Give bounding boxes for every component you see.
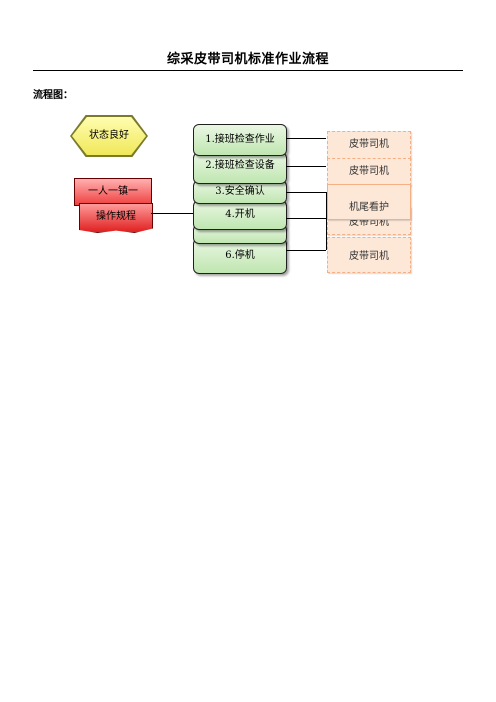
- step-2-label: 2.接班检查设备: [205, 160, 275, 171]
- step-4[interactable]: 4.开机: [193, 200, 287, 230]
- section-label: 流程图：: [33, 90, 73, 101]
- connector-4: [286, 218, 326, 219]
- doc-shape-front: 操作规程: [79, 203, 153, 233]
- step-1[interactable]: 1.接班检查作业: [193, 124, 287, 156]
- doc-shape-back: 一人一镇一: [74, 178, 152, 206]
- role-3: 机尾看护: [327, 184, 411, 220]
- title-rule: [33, 70, 463, 71]
- role-2: 皮带司机: [327, 158, 411, 186]
- connector-1: [286, 138, 326, 139]
- connector-2: [286, 166, 326, 167]
- step-3-label: 3.安全确认: [215, 186, 265, 197]
- connector-vertical: [326, 192, 327, 250]
- role-5: 皮带司机: [327, 237, 411, 273]
- state-hexagon: 状态良好: [72, 117, 146, 155]
- step-1-label: 1.接班检查作业: [205, 134, 275, 145]
- step-6-label: 6.停机: [225, 250, 255, 261]
- step-4-label: 4.开机: [225, 209, 255, 220]
- step-6[interactable]: 6.停机: [193, 238, 287, 274]
- step-2[interactable]: 2.接班检查设备: [193, 152, 287, 184]
- role-1: 皮带司机: [327, 131, 411, 159]
- document-title: 综采皮带司机标准作业流程: [166, 52, 329, 67]
- connector-doc-step: [151, 213, 193, 214]
- connector-3: [286, 192, 326, 193]
- connector-6: [286, 250, 326, 251]
